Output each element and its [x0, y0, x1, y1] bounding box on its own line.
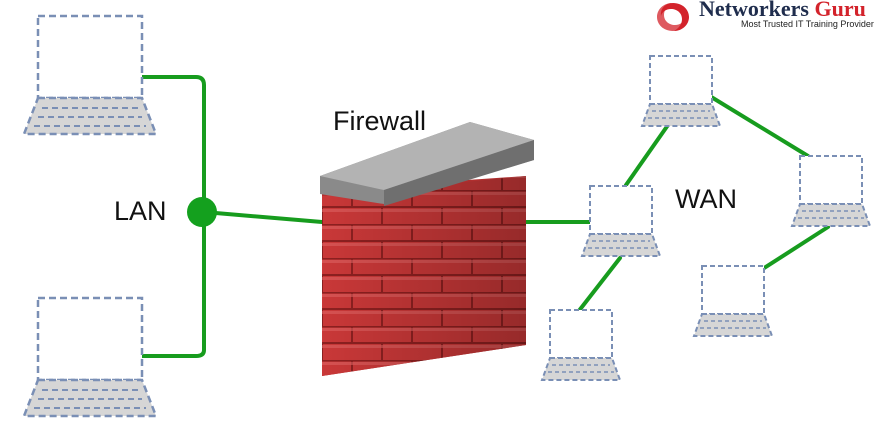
lan-label: LAN [114, 196, 167, 226]
laptop-icon [640, 55, 722, 127]
wan-label: WAN [675, 184, 737, 214]
link-wan-center-top [624, 123, 670, 187]
link-wan-top-right [706, 93, 810, 158]
laptop-icon [580, 185, 662, 257]
link-wan-right-bottom [756, 225, 830, 274]
brand-name: Networkers Guru [699, 0, 866, 22]
laptop-icon [22, 296, 158, 418]
laptop-icon [22, 14, 158, 136]
firewall-icon [320, 122, 534, 376]
brand-tagline: Most Trusted IT Training Provider [741, 19, 874, 29]
link-hub-firewall [202, 210, 324, 224]
laptop-icon [692, 265, 774, 337]
brand-name-part2: Guru [814, 0, 866, 21]
link-wan-center-bottom [576, 256, 622, 314]
wan-links [524, 93, 830, 314]
network-hub-icon [187, 197, 217, 227]
lan-links [138, 75, 324, 358]
laptop-icon [790, 155, 872, 227]
brand-watermark: Networkers Guru Most Trusted IT Training… [655, 0, 891, 34]
networkers-guru-logo [657, 3, 689, 31]
firewall-label: Firewall [333, 106, 427, 136]
laptop-icon [540, 309, 622, 381]
brand-name-part1: Networkers [699, 0, 809, 21]
